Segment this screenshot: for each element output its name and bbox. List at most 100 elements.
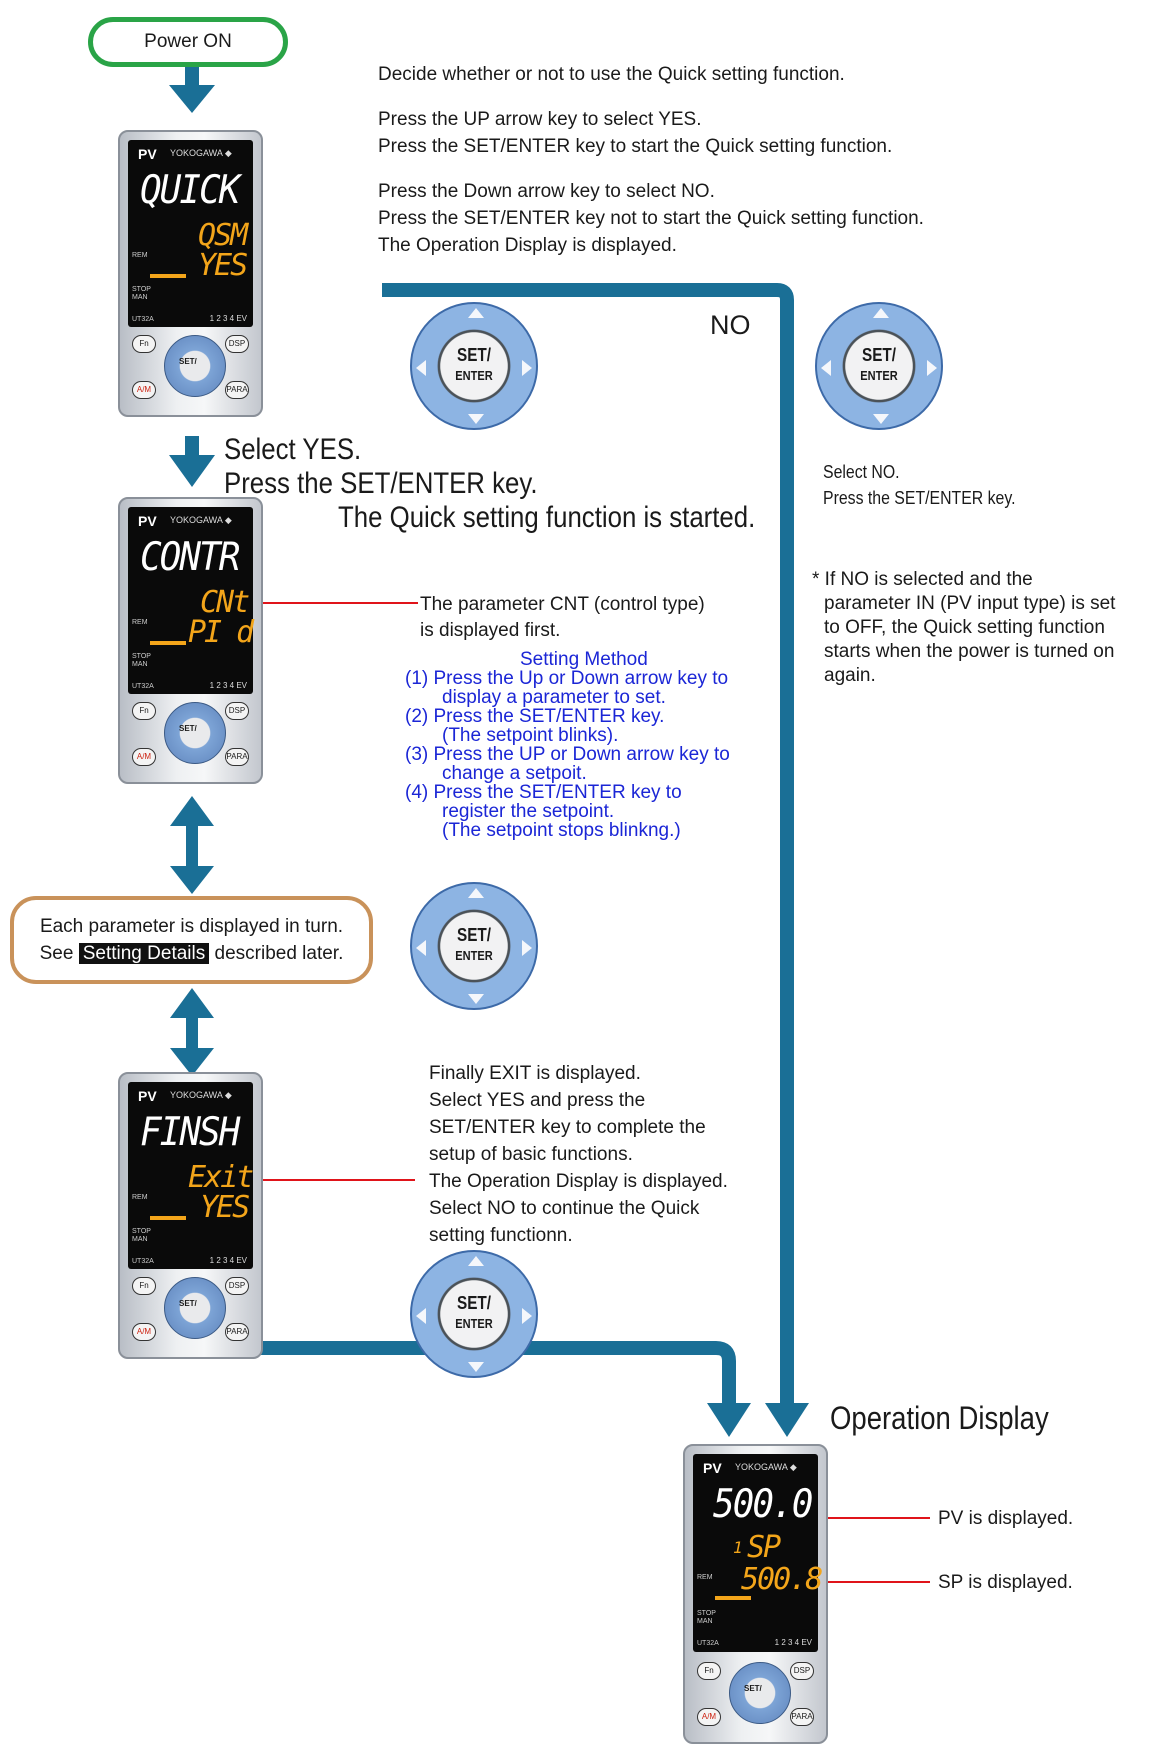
fn-key[interactable]: Fn — [697, 1662, 721, 1680]
note-line-1: * If NO is selected and the — [812, 569, 1033, 590]
cnt-line-1: The parameter CNT (control type) — [420, 594, 705, 615]
method-step-3a: (3) Press the UP or Down arrow key to — [405, 744, 730, 765]
fn-key[interactable]: Fn — [132, 702, 156, 720]
left-arrow-icon — [821, 360, 831, 376]
cnt-text: The parameter CNT (control type) is disp… — [420, 592, 705, 644]
brand-logo: YOKOGAWA ◆ — [170, 1090, 232, 1100]
pv-tag: PV — [703, 1460, 722, 1476]
exit-line-5: The Operation Display is displayed. — [429, 1171, 728, 1192]
level-bar — [150, 274, 186, 278]
para-key[interactable]: PARA — [225, 748, 249, 766]
stop-label: STOP — [132, 653, 151, 660]
method-step-3b: change a setpoit. — [442, 763, 587, 784]
intro-line-1: Decide whether or not to use the Quick s… — [378, 64, 845, 85]
controller-quick: PV YOKOGAWA ◆ QUICK QSM YES REM STOP MAN… — [118, 130, 263, 417]
set-enter-dial[interactable]: SET/ — [164, 1277, 226, 1339]
para-key[interactable]: PARA — [225, 381, 249, 399]
display-mid: QSM — [198, 218, 248, 253]
am-key[interactable]: A/M — [132, 748, 156, 766]
stop-label: STOP — [697, 1610, 716, 1617]
set-enter-label: SET/ENTER — [455, 1293, 493, 1332]
controller-keypad: Fn DSP A/M PARA SET/ — [128, 329, 253, 407]
set-enter-key-1[interactable]: SET/ENTER — [410, 302, 538, 430]
display-bot: PI d — [188, 615, 254, 650]
am-key[interactable]: A/M — [132, 381, 156, 399]
controller-contr: PV YOKOGAWA ◆ CONTR CNt PI d REM STOP MA… — [118, 497, 263, 784]
quick-started-text: The Quick setting function is started. — [338, 501, 756, 534]
pv-value: 500.0 — [713, 1481, 813, 1528]
dsp-key[interactable]: DSP — [225, 335, 249, 353]
param-box-see: See — [39, 943, 74, 964]
select-no-line-1: Select NO. — [823, 462, 900, 482]
right-arrow-icon — [927, 360, 937, 376]
power-on-start: Power ON — [88, 17, 288, 67]
note-line-2: parameter IN (PV input type) is set — [824, 593, 1116, 614]
intro-line-5: Press the SET/ENTER key not to start the… — [378, 208, 924, 229]
right-arrow-icon — [522, 1308, 532, 1324]
fn-key[interactable]: Fn — [132, 1277, 156, 1295]
double-arrow-contr-box — [170, 796, 214, 894]
controller-finsh: PV YOKOGAWA ◆ FINSH Exit YES REM STOP MA… — [118, 1072, 263, 1359]
select-no-line-2: Press the SET/ENTER key. — [823, 488, 1016, 508]
indicator-row: 1 2 3 4 EV — [209, 681, 247, 690]
setting-method: Setting Method (1) Press the Up or Down … — [405, 650, 730, 840]
set-enter-dial[interactable]: SET/ — [164, 335, 226, 397]
display-mid: CNt — [200, 585, 250, 620]
set-enter-key-no[interactable]: SET/ENTER — [815, 302, 943, 430]
finsh-arrowhead — [707, 1403, 751, 1437]
exit-line-7: setting functionn. — [429, 1225, 573, 1246]
up-arrow-icon — [468, 308, 484, 318]
dsp-key[interactable]: DSP — [225, 702, 249, 720]
display-bot: YES — [198, 248, 248, 283]
rem-label: REM — [132, 619, 148, 626]
display-mid: Exit — [188, 1160, 254, 1195]
sp-displayed-label: SP is displayed. — [938, 1572, 1073, 1593]
select-yes-text: Select YES. Press the SET/ENTER key. — [224, 433, 538, 501]
set-enter-dial[interactable]: SET/ — [729, 1662, 791, 1724]
controller-operation: PV YOKOGAWA ◆ 500.0 1 SP 500.8 REM STOP … — [683, 1444, 828, 1744]
brand-logo: YOKOGAWA ◆ — [170, 148, 232, 158]
set-enter-label: SET/ENTER — [455, 925, 493, 964]
sp-number-prefix: 1 — [733, 1538, 743, 1557]
dsp-key[interactable]: DSP — [790, 1662, 814, 1680]
method-step-4c: (The setpoint stops blinkng.) — [442, 820, 681, 841]
left-arrow-icon — [416, 1308, 426, 1324]
fn-key[interactable]: Fn — [132, 335, 156, 353]
note-line-4: starts when the power is turned on — [824, 641, 1115, 662]
set-enter-key-3[interactable]: SET/ENTER — [410, 1250, 538, 1378]
exit-line-1: Finally EXIT is displayed. — [429, 1063, 641, 1084]
double-arrow-box-finsh — [170, 988, 214, 1076]
note-text: * If NO is selected and the parameter IN… — [812, 568, 1115, 688]
select-yes-line-2: Press the SET/ENTER key. — [224, 467, 538, 500]
param-box-rest: described later. — [214, 943, 344, 964]
set-enter-key-2[interactable]: SET/ENTER — [410, 882, 538, 1010]
level-bar — [715, 1596, 751, 1600]
display-top: CONTR — [140, 534, 240, 581]
para-key[interactable]: PARA — [790, 1708, 814, 1726]
arrow-yes-to-contr — [169, 436, 215, 487]
rem-label: REM — [132, 252, 148, 259]
pv-displayed-label: PV is displayed. — [938, 1508, 1074, 1529]
no-branch-arrowhead — [765, 1403, 809, 1437]
dsp-key[interactable]: DSP — [225, 1277, 249, 1295]
model-label: UT32A — [132, 316, 154, 323]
display-bot: YES — [200, 1190, 250, 1225]
model-label: UT32A — [132, 1258, 154, 1265]
right-arrow-icon — [522, 940, 532, 956]
pv-tag: PV — [138, 146, 157, 162]
method-step-2b: (The setpoint blinks). — [442, 725, 619, 746]
left-arrow-icon — [416, 360, 426, 376]
para-key[interactable]: PARA — [225, 1323, 249, 1341]
pv-tag: PV — [138, 513, 157, 529]
setting-details-link[interactable]: Setting Details — [78, 943, 210, 964]
am-key[interactable]: A/M — [697, 1708, 721, 1726]
rem-label: REM — [132, 1194, 148, 1201]
intro-line-2: Press the UP arrow key to select YES. — [378, 109, 702, 130]
set-enter-dial[interactable]: SET/ — [164, 702, 226, 764]
intro-line-4: Press the Down arrow key to select NO. — [378, 181, 715, 202]
no-branch-line — [382, 283, 794, 1405]
am-key[interactable]: A/M — [132, 1323, 156, 1341]
no-branch-label: NO — [710, 310, 751, 340]
param-box-line-2: See Setting Details described later. — [39, 940, 344, 967]
note-line-5: again. — [824, 665, 876, 686]
